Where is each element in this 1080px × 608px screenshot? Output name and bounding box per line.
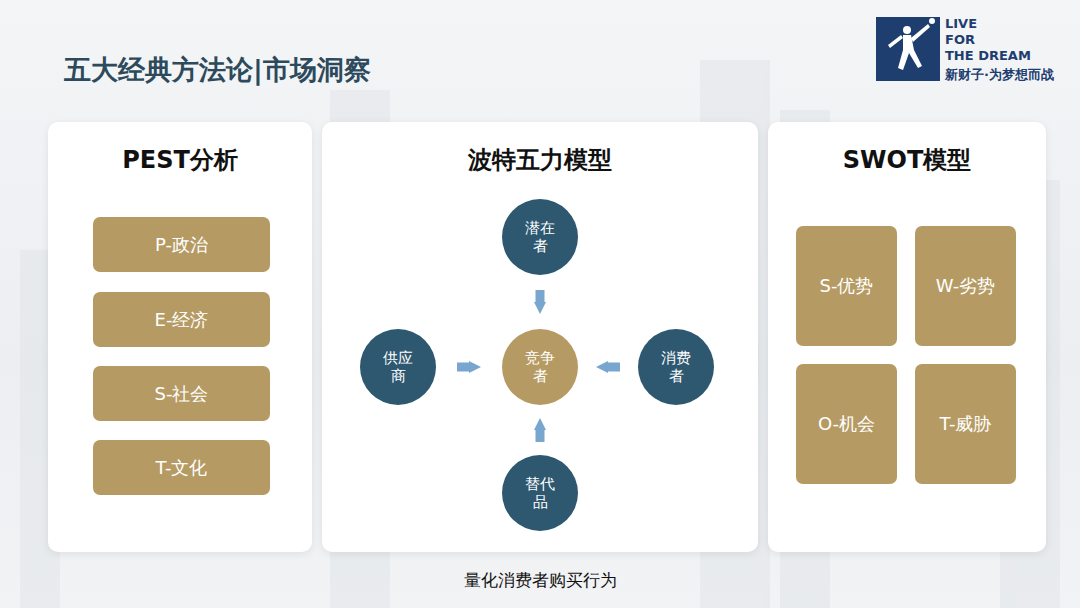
logo-text: THE DREAM xyxy=(945,48,1031,63)
center-circle: 竞争者 xyxy=(502,329,578,405)
node-text: T-文化 xyxy=(156,456,208,480)
node-text: S-优势 xyxy=(820,274,874,298)
force-arrow xyxy=(536,430,545,442)
force-arrow xyxy=(608,363,620,372)
node-text: T-威胁 xyxy=(940,412,992,436)
node-text: W-劣势 xyxy=(936,274,996,298)
force-circle: 供应商 xyxy=(360,329,436,405)
logo-text: FOR xyxy=(945,32,975,47)
factor-box: W-劣势 xyxy=(915,226,1016,346)
slide-title: 五大经典方法论|市场洞察 xyxy=(64,52,371,88)
method-panel: PEST分析 P-政治 E-经济 S-社会 T-文化 xyxy=(48,122,312,552)
node-text: 波特五力模型 xyxy=(322,144,758,176)
force-arrow xyxy=(457,363,469,372)
node-text: SWOT模型 xyxy=(768,144,1046,176)
node-text: S-社会 xyxy=(155,382,209,406)
method-panel: 波特五力模型潜在者供应商 竞争者 消费者替代品 xyxy=(322,122,758,552)
force-circle: 潜在者 xyxy=(502,199,578,275)
node-text: E-经济 xyxy=(155,308,209,332)
caption: 量化消费者购买行为 xyxy=(0,569,1080,592)
factor-box: P-政治 xyxy=(93,217,270,272)
method-panel: SWOT模型 S-优势 W-劣势 O-机会 T-威胁 xyxy=(768,122,1046,552)
node-text: PEST分析 xyxy=(48,144,312,176)
force-arrow xyxy=(536,290,545,302)
logo-text: 新财子·为梦想而战 xyxy=(945,66,1054,84)
factor-box: E-经济 xyxy=(93,292,270,347)
node-text: 替代品 xyxy=(523,475,557,511)
factor-box: T-文化 xyxy=(93,440,270,495)
factor-box: T-威胁 xyxy=(915,364,1016,484)
factor-box: S-社会 xyxy=(93,366,270,421)
node-text: 消费者 xyxy=(659,349,693,385)
factor-box: O-机会 xyxy=(796,364,897,484)
node-text: 竞争者 xyxy=(523,349,557,385)
force-circle: 替代品 xyxy=(502,455,578,531)
force-circle: 消费者 xyxy=(638,329,714,405)
logo-text: LIVE xyxy=(945,16,977,31)
node-text: 潜在者 xyxy=(523,219,557,255)
node-text: P-政治 xyxy=(155,233,208,257)
factor-box: S-优势 xyxy=(796,226,897,346)
node-text: O-机会 xyxy=(818,412,875,436)
node-text: 供应商 xyxy=(381,349,415,385)
